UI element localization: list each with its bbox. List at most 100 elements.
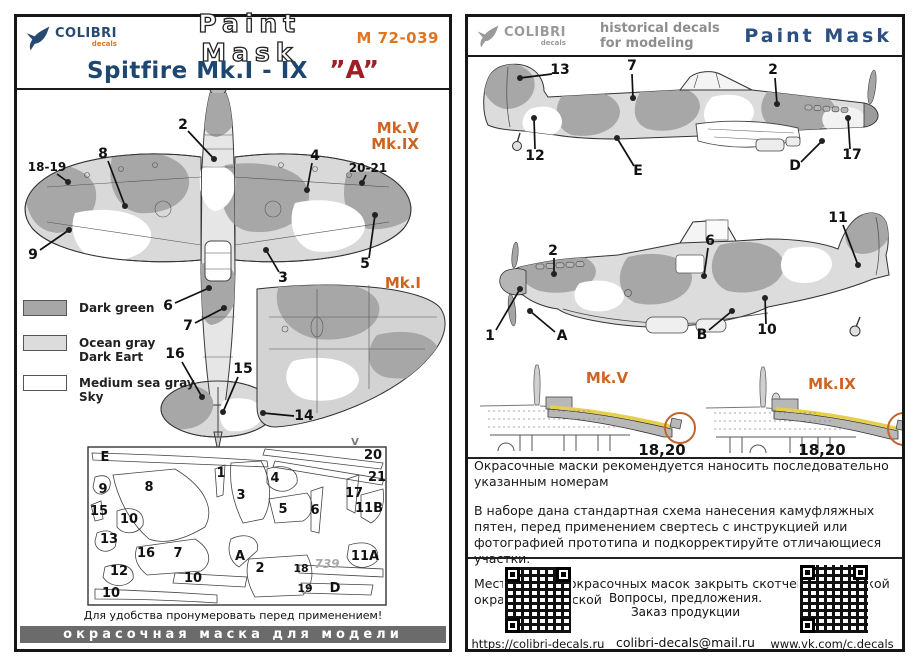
mask-piece-label: 12 [110, 564, 128, 579]
logo-sub: decals [91, 40, 117, 48]
mask-piece-label: 18 [293, 562, 308, 575]
mask-piece-label: 7 [173, 546, 182, 561]
instruction-paragraph: В наборе дана стандартная схема нанесени… [474, 503, 882, 566]
legend-label: Ocean gray [79, 336, 156, 350]
mask-piece-label: 16 [137, 546, 155, 561]
sideview2-callout: 2 [548, 243, 558, 259]
sideview1-callout: E [633, 163, 643, 179]
mask-piece-label: 3 [236, 488, 245, 503]
divider [468, 457, 902, 459]
mask-piece-label: 1 [216, 466, 225, 481]
logo-brand: COLIBRI [55, 26, 117, 41]
mask-piece-label: A [235, 549, 245, 564]
mask-piece-label: 13 [100, 532, 118, 547]
legend-item-dark-green: Dark green [23, 300, 154, 316]
topview-callout: 4 [310, 148, 320, 164]
mask-piece-label: 2 [255, 561, 264, 576]
contact-section: https://colibri-decals.ru Вопросы, предл… [468, 559, 902, 651]
mask-piece-label: 10 [102, 586, 120, 601]
sideview1-callout: 17 [842, 147, 861, 163]
mask-piece-label: 17 [345, 486, 363, 501]
topview-callout: 9 [28, 247, 38, 263]
mask-piece-label: 6 [310, 503, 319, 518]
mask-piece-label: 4 [270, 471, 279, 486]
sideview-starboard [499, 212, 890, 337]
sideview1-callout: 12 [525, 148, 544, 164]
logo-sub: decals [540, 38, 566, 47]
instructions: Окрасочные маски рекомендуется наносить … [474, 458, 898, 608]
topview-callout: 5 [360, 256, 370, 272]
instruction-paragraph: Окрасочные маски рекомендуется наносить … [474, 458, 889, 489]
sideview1-callout: 13 [550, 62, 569, 78]
left-diagram: 2818-19420-2195367161514Mk.VMk.IXMk.IE14… [24, 73, 446, 606]
legend-label: Medium sea gray [79, 376, 195, 390]
vk-url: www.vk.com/c.decals [770, 637, 894, 651]
colibri-logo-gray: COLIBRI decals [476, 24, 594, 48]
sideview1-callout: 2 [768, 62, 778, 78]
legend-item-medium-sea-gray: Medium sea gray Sky [23, 375, 195, 404]
detail-number-mkv: 18,20 [638, 441, 686, 459]
color-swatch [23, 300, 67, 316]
hummingbird-icon [477, 25, 499, 48]
mask-piece-label: 739 [314, 557, 339, 571]
legend-label: Dark Eart [79, 350, 144, 364]
wingtip-detail-mkix [705, 366, 902, 454]
legend-label: Dark green [79, 301, 155, 315]
mask-piece-label: 19 [297, 582, 312, 595]
topview-callout: 7 [183, 318, 193, 334]
mask-piece-label: 11A [351, 549, 379, 564]
mk1-wing-diagram [256, 284, 446, 428]
topview-callout: 16 [165, 346, 184, 362]
tagline: historical decals for modeling [600, 21, 720, 51]
topview-callout: 14 [294, 408, 314, 424]
page-title-right: Paint Mask [744, 25, 892, 47]
variant-label: Mk.V [377, 119, 420, 137]
numbering-note: Для удобства пронумеровать перед примене… [83, 609, 383, 622]
website-url: https://colibri-decals.ru [471, 637, 605, 651]
qr-code-website [503, 565, 573, 635]
mask-layout [87, 446, 387, 606]
qr-code-vk [798, 563, 870, 635]
topview-callout: 3 [278, 270, 288, 286]
topview-callout: 15 [233, 361, 252, 377]
sideview2-callout: 6 [705, 233, 715, 249]
mask-piece-label: 15 [90, 504, 108, 519]
mask-piece-label: 10 [184, 571, 202, 586]
wingtip-detail-mkv [479, 364, 696, 452]
topview-callout: 20-21 [349, 161, 387, 175]
color-swatch [23, 335, 67, 351]
mask-piece-label: E [101, 450, 110, 465]
hummingbird-icon [26, 26, 50, 50]
detail-label-mkv: Mk.V [585, 369, 629, 387]
variant-label: Mk.I [385, 274, 421, 292]
right-header: COLIBRI decals historical decals for mod… [468, 17, 902, 57]
contact-email: colibri-decals@mail.ru [616, 635, 755, 650]
detail-label-mkix: Mk.IX [808, 375, 856, 393]
logo-brand: COLIBRI [504, 24, 566, 40]
mask-piece-label: V [351, 437, 359, 448]
legend-item-ocean-gray: Ocean gray Dark Eart [23, 335, 155, 364]
left-header: COLIBRI decals Paint Mask M 72-039 Spitf… [17, 8, 449, 90]
subject-title: Spitfire Mk.I - IX [86, 58, 309, 84]
detail-number-mkix: 18,20 [798, 441, 846, 459]
sideview2-callout: 11 [828, 210, 847, 226]
divider [468, 557, 902, 559]
mask-piece-label: 5 [278, 502, 287, 517]
sideview2-callout: 10 [757, 322, 777, 338]
sideview2-callout: A [557, 328, 568, 344]
mask-piece-label: 10 [120, 512, 138, 527]
legend-label: Sky [79, 390, 104, 404]
sideview2-callout: B [697, 327, 708, 343]
mask-piece-label: 8 [144, 480, 153, 495]
topview-callout: 18-19 [28, 160, 66, 174]
sideview1-callout: D [789, 158, 801, 174]
topview-callout: 8 [98, 146, 108, 162]
topview-callout: 6 [163, 298, 173, 314]
mask-piece-label: 21 [368, 470, 386, 485]
mask-piece-label: 9 [98, 482, 107, 497]
contact-block: Вопросы, предложения. Заказ продукции co… [598, 591, 773, 650]
mask-piece-label: D [330, 581, 341, 596]
